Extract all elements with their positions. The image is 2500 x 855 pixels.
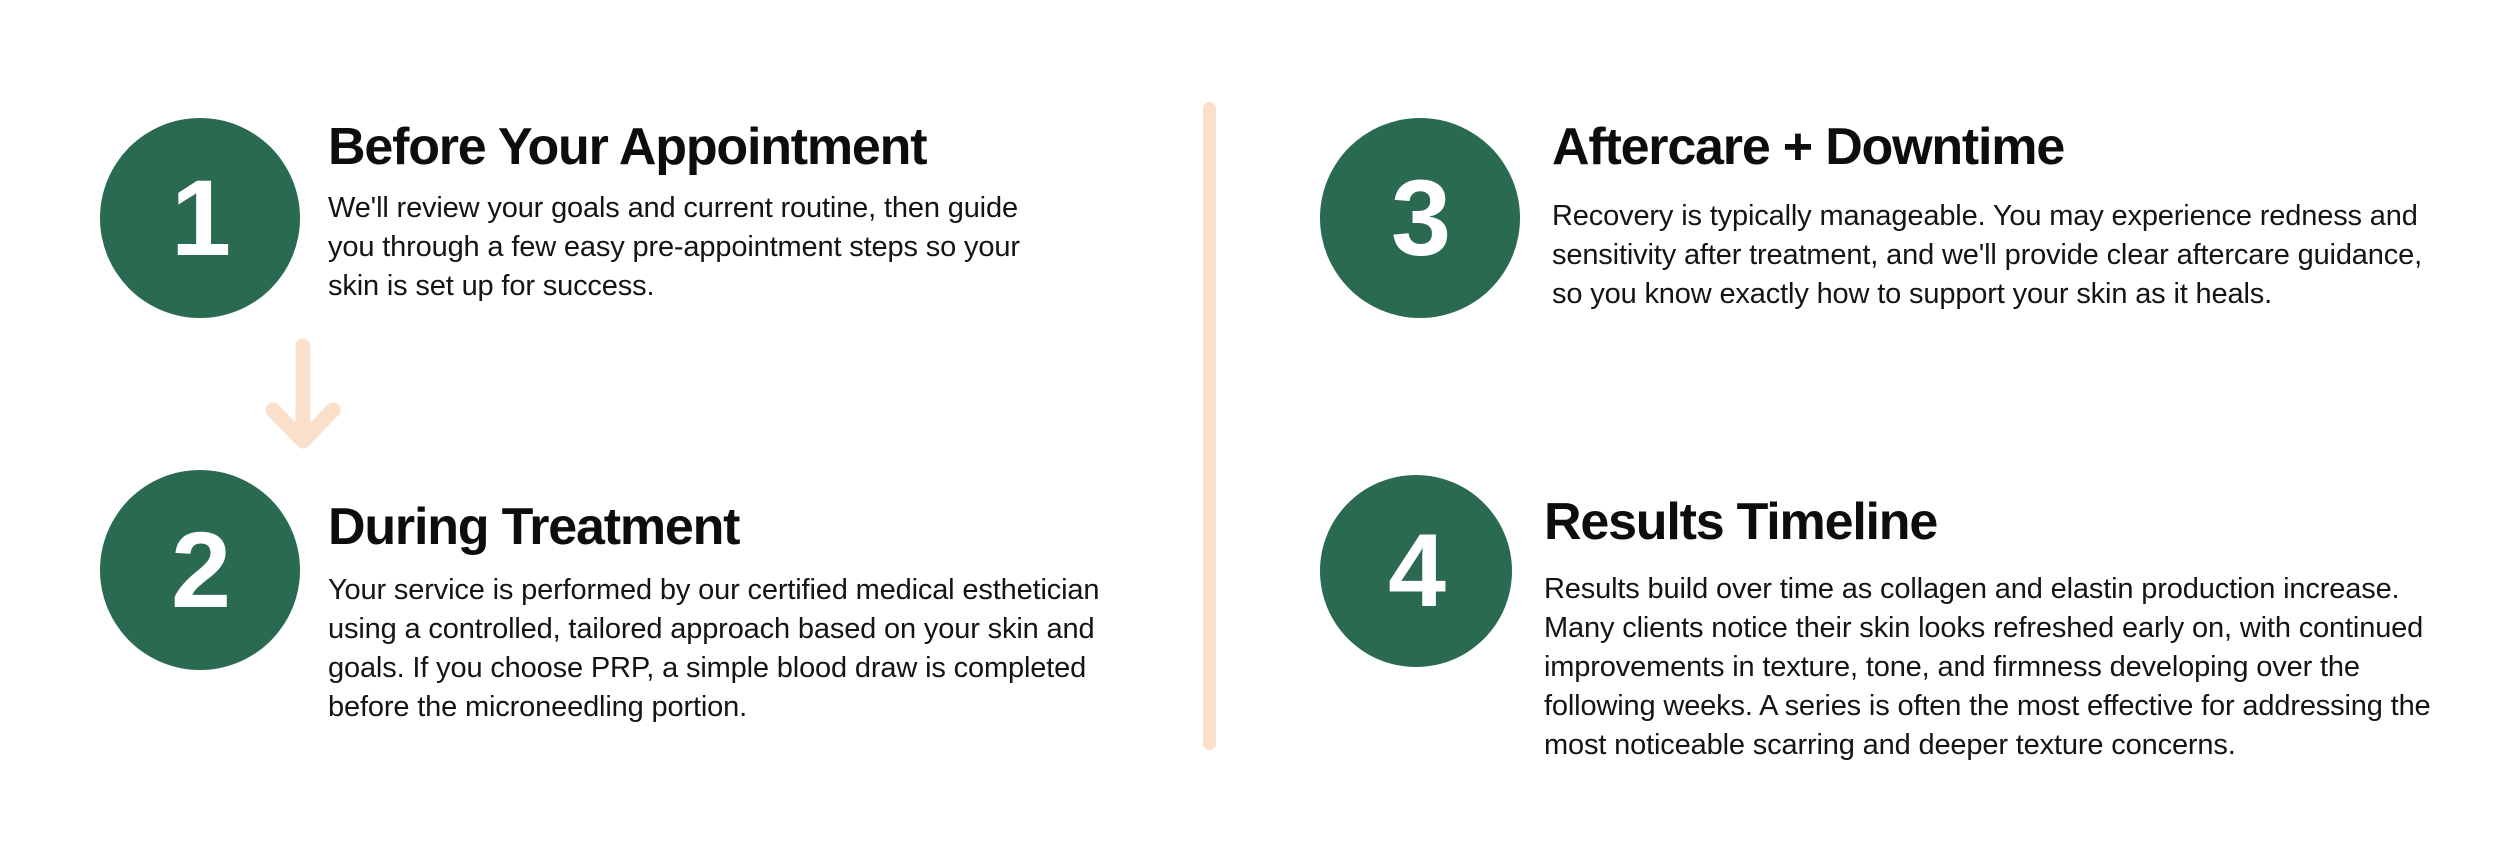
step-title-4: Results Timeline — [1544, 493, 1938, 551]
step-title-1: Before Your Appointment — [328, 118, 928, 176]
step-card-4: 4 Results Timeline Results build over ti… — [1320, 475, 2444, 765]
step-text-3: Aftercare + Downtime Recovery is typical… — [1520, 118, 2432, 314]
step-card-1: 1 Before Your Appointment We'll review y… — [100, 118, 1038, 318]
column-divider — [1203, 102, 1216, 750]
step-card-3: 3 Aftercare + Downtime Recovery is typic… — [1320, 118, 2432, 318]
step-title-3: Aftercare + Downtime — [1552, 118, 2065, 176]
step-body-4: Results build over time as collagen and … — [1544, 572, 2431, 762]
step-text-4: Results Timeline Results build over time… — [1512, 475, 2444, 765]
step-text-2: During Treatment Your service is perform… — [300, 470, 1128, 727]
right-column: 3 Aftercare + Downtime Recovery is typic… — [1320, 0, 2431, 855]
step-text-1: Before Your Appointment We'll review you… — [300, 118, 1038, 306]
step-number-badge-4: 4 — [1320, 475, 1512, 667]
step-number-badge-2: 2 — [100, 470, 300, 670]
step-number-badge-3: 3 — [1320, 118, 1520, 318]
step-body-3: Recovery is typically manageable. You ma… — [1552, 199, 2423, 310]
step-card-2: 2 During Treatment Your service is perfo… — [100, 470, 1128, 727]
step-body-2: Your service is performed by our certifi… — [328, 573, 1100, 724]
step-title-2: During Treatment — [328, 498, 741, 556]
step-number-badge-1: 1 — [100, 118, 300, 318]
left-column: 1 Before Your Appointment We'll review y… — [100, 0, 1160, 855]
arrow-down-icon-left — [265, 338, 341, 450]
step-body-1: We'll review your goals and current rout… — [328, 191, 1020, 302]
